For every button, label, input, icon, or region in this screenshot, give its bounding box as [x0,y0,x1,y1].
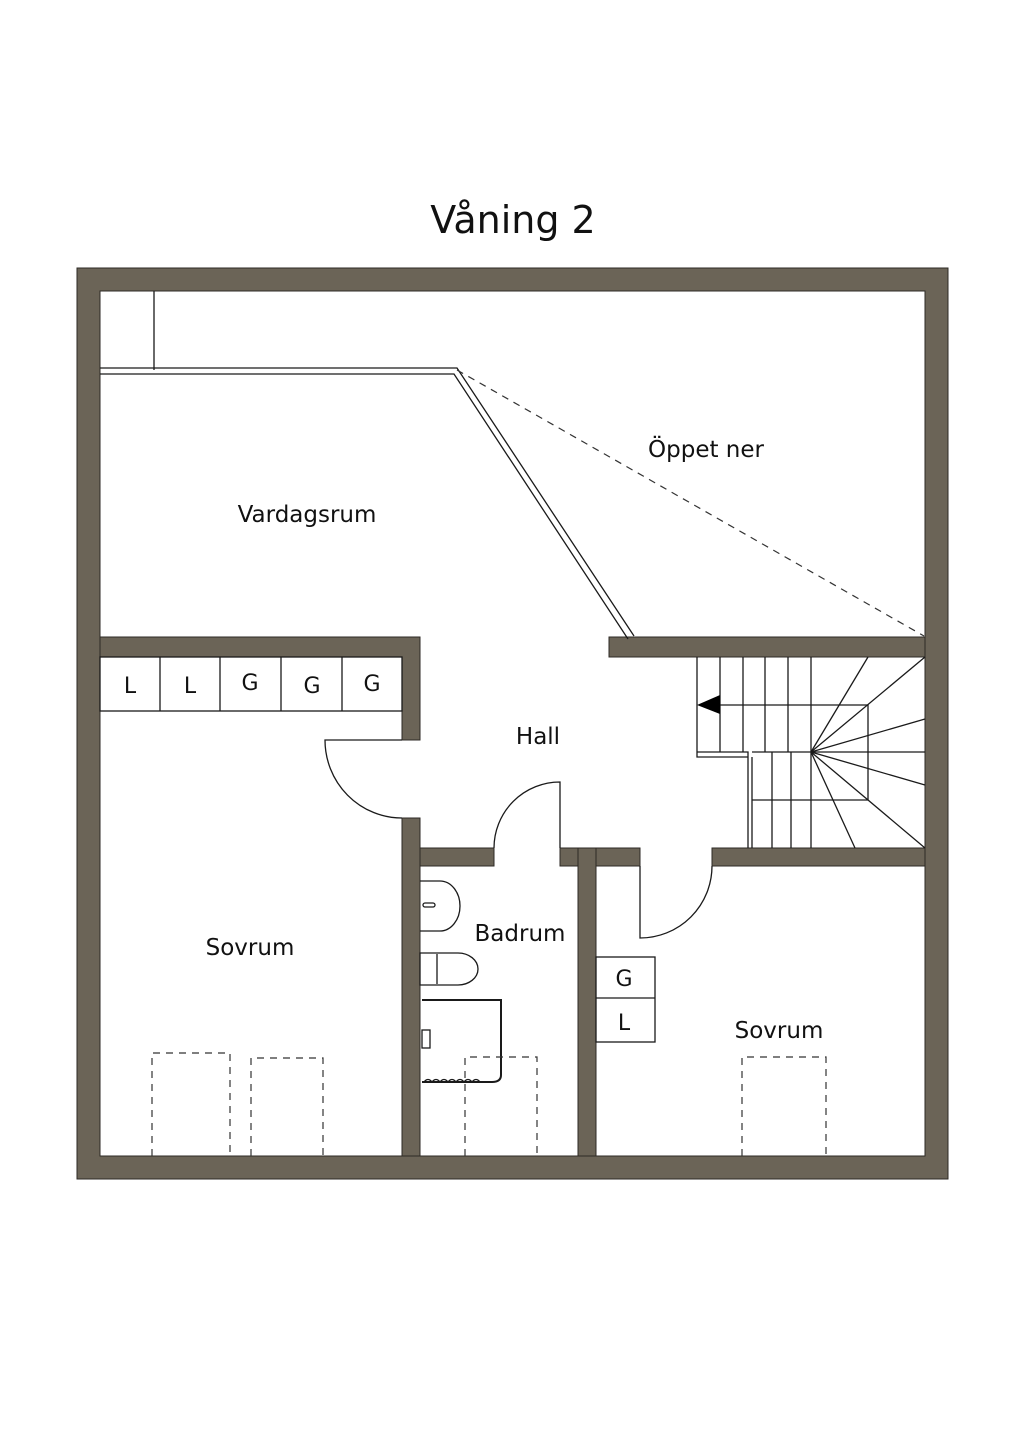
bed-outlines [151,1052,827,1156]
room-label-open-below: Öppet ner [648,435,765,463]
room-label-living-room: Vardagsrum [238,502,377,528]
railing [100,291,925,640]
closet-label: L [184,674,197,699]
closet-label: G [363,672,380,697]
closet-label: L [124,674,137,699]
room-label-bathroom: Badrum [475,921,566,947]
staircase[interactable] [696,656,926,849]
closet-label: L [618,1011,631,1036]
outer-wall [76,267,949,1180]
wall-bath-top-left [419,847,495,867]
stair-direction-arrow-icon [697,695,720,714]
open-below-edge [456,369,925,637]
shower-rail-icon [422,999,502,1083]
wall-open-below-bottom [608,636,926,658]
closets-right: G L [595,956,656,1043]
bathroom-fixtures [419,880,502,1084]
closet-label: G [241,671,258,696]
floor-title: Våning 2 [430,198,595,242]
room-label-bedroom-left: Sovrum [206,935,295,961]
door-right-bedroom[interactable] [639,865,713,939]
wall-stairs-bottom [711,847,926,867]
sink-icon [420,880,461,932]
doors [324,739,713,939]
toilet-icon [419,952,479,986]
room-label-bedroom-right: Sovrum [735,1018,824,1044]
wall-bath-top-right [559,847,641,867]
wall-bath-right [577,847,597,1157]
closets-left: L L G G G [99,656,403,712]
door-left-bedroom[interactable] [324,739,403,819]
wall-left-bedroom-right [401,817,421,1157]
walls [76,267,949,1180]
room-label-hall: Hall [516,724,560,750]
door-bathroom[interactable] [493,781,561,849]
shower-tap-icon [421,1029,431,1049]
closet-label: G [303,674,320,699]
room-labels: Öppet ner Vardagsrum Hall Sovrum Badrum … [206,435,824,1044]
closet-label: G [615,967,632,992]
